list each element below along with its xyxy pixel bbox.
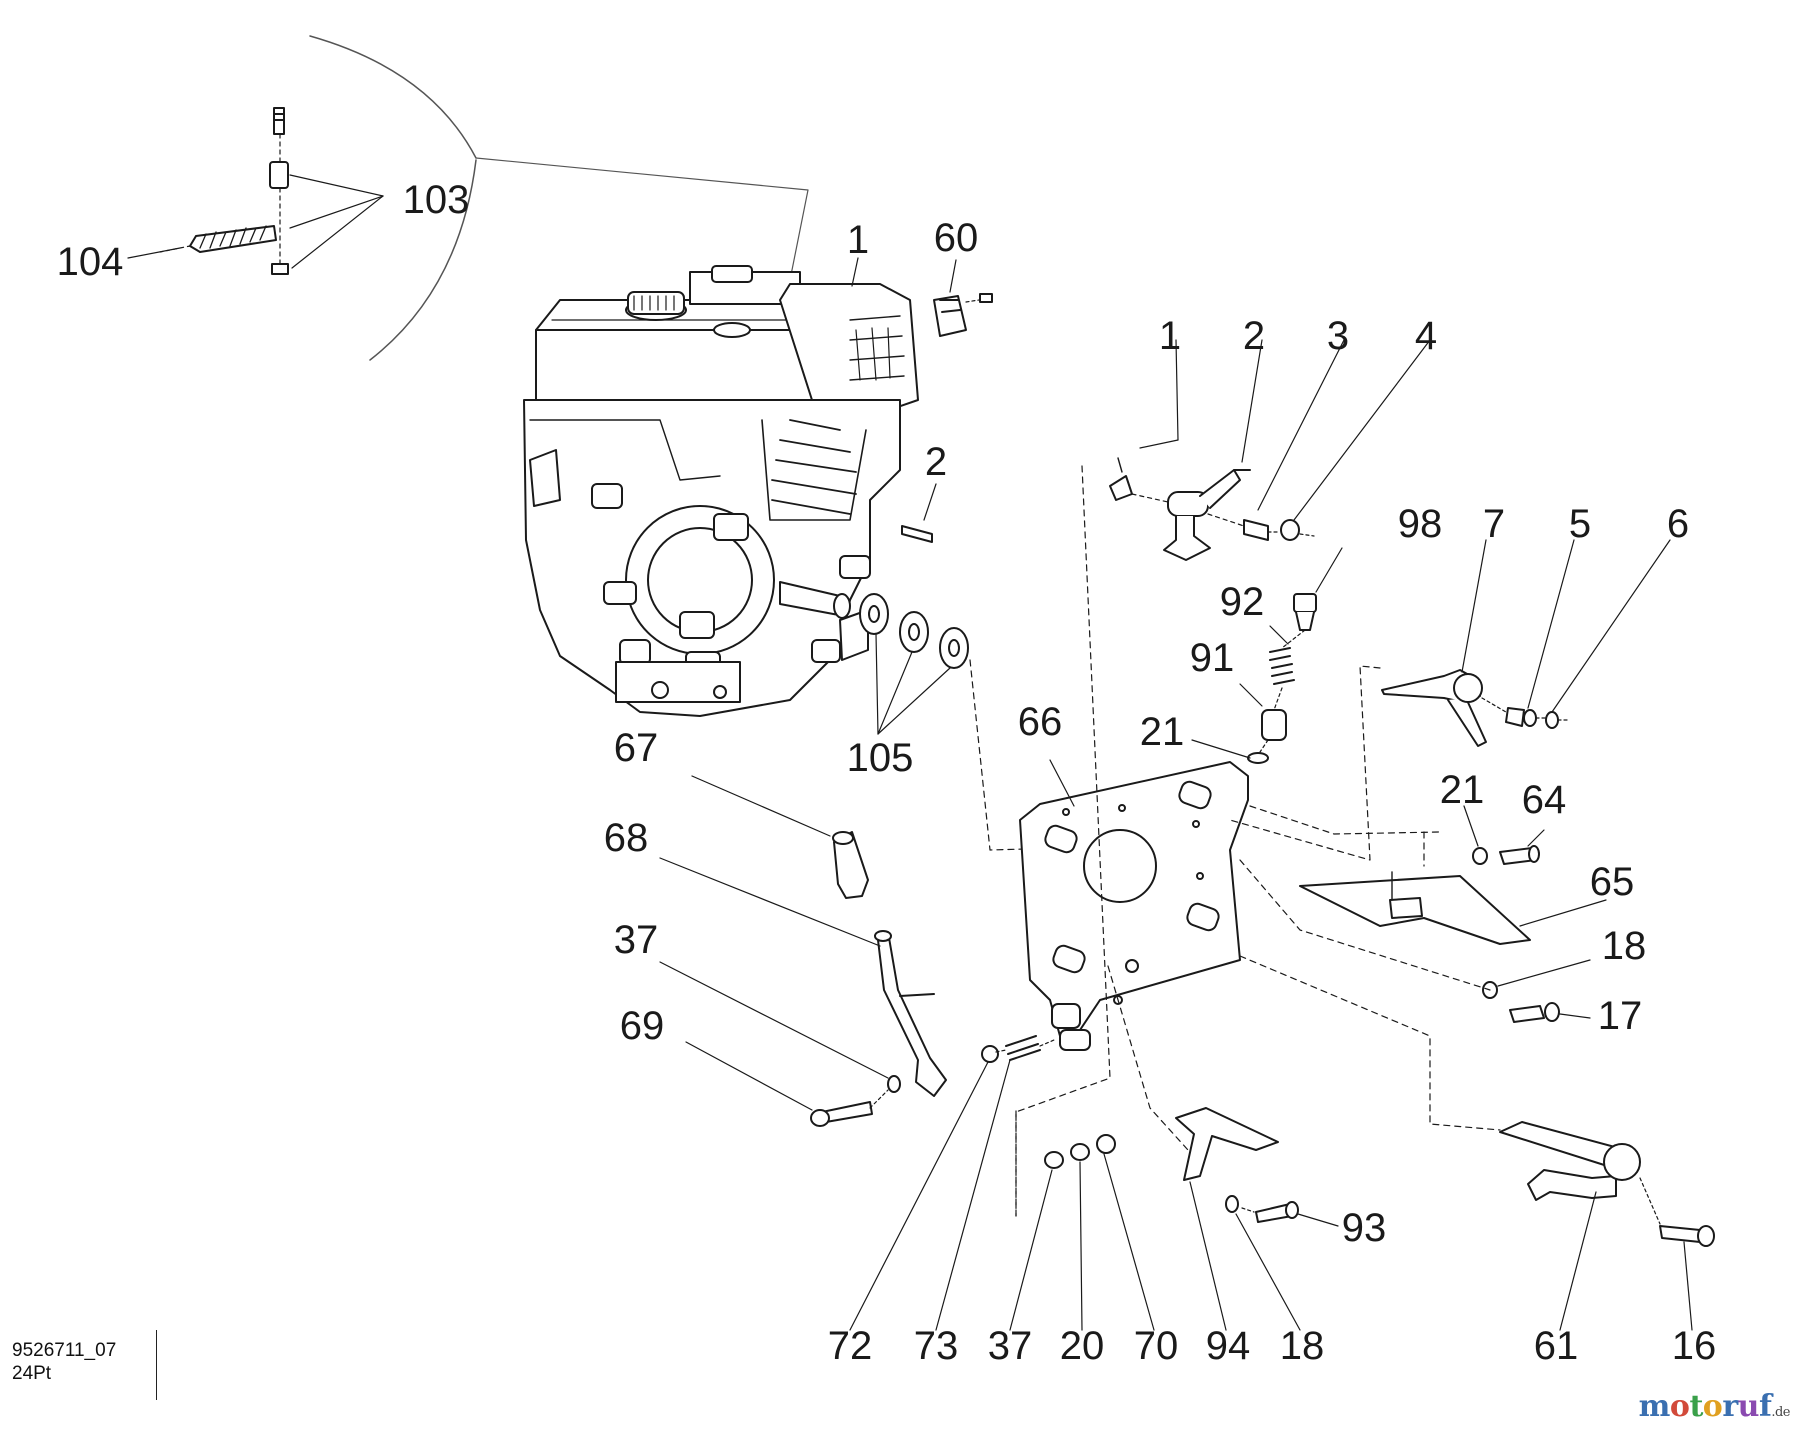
callout-37-upper: 37 (613, 918, 659, 962)
document-sub-id: 24Pt (12, 1363, 52, 1384)
callout-18-upper: 18 (1601, 924, 1647, 968)
callout-91: 91 (1189, 636, 1235, 680)
callout-4: 4 (1414, 314, 1438, 358)
lever-assembly-upper (1015, 339, 1431, 1217)
callout-103: 103 (402, 178, 470, 222)
leader-60 (949, 259, 957, 293)
brand-letter: o (1702, 1389, 1723, 1424)
callout-37-lower: 37 (987, 1324, 1033, 1368)
callout-20: 20 (1059, 1324, 1105, 1368)
washers-105 (859, 593, 969, 735)
callout-2-lever: 2 (1242, 314, 1266, 358)
callout-60: 60 (933, 216, 979, 260)
callout-94: 94 (1205, 1324, 1251, 1368)
shift-lever-assembly (659, 775, 1055, 1331)
callout-18-lower: 18 (1279, 1324, 1325, 1368)
bottom-fasteners (1009, 1109, 1155, 1331)
callout-1: 1 (846, 218, 870, 262)
pedal-61-assembly (1239, 955, 1715, 1331)
callout-61: 61 (1533, 1324, 1579, 1368)
detail-valve-parts (159, 107, 289, 275)
part-2-key (901, 525, 933, 543)
leaders-103 (127, 174, 384, 269)
callout-3: 3 (1326, 314, 1350, 358)
callout-105: 105 (846, 736, 914, 780)
document-id-box (8, 1330, 157, 1400)
brand-logo: motoruf.de (1638, 1389, 1791, 1424)
engine-assembly (523, 265, 919, 717)
callout-67: 67 (613, 726, 659, 770)
detail-arc (309, 35, 477, 361)
bracket-94-assembly (1107, 965, 1339, 1331)
callout-16: 16 (1671, 1324, 1717, 1368)
callout-6: 6 (1666, 502, 1690, 546)
brand-letter: f (1758, 1389, 1772, 1424)
assembly-line-105 (969, 659, 1061, 851)
callout-17: 17 (1597, 994, 1643, 1038)
brand-letter: o (1669, 1389, 1690, 1424)
brand-letter: u (1737, 1389, 1760, 1424)
document-id: 9526711_07 (12, 1340, 117, 1361)
leader-2a (923, 483, 937, 521)
callout-21-upper: 21 (1139, 710, 1185, 754)
lever-7-assembly (1229, 539, 1671, 861)
callout-7: 7 (1482, 502, 1506, 546)
callout-1-lever: 1 (1158, 314, 1182, 358)
callout-66: 66 (1017, 700, 1063, 744)
mounting-plate-66 (1019, 761, 1249, 1051)
brand-letter: r (1722, 1389, 1738, 1424)
callout-104: 104 (56, 240, 124, 284)
callout-69: 69 (619, 1004, 665, 1048)
callout-64: 64 (1521, 778, 1567, 822)
callout-72: 72 (827, 1324, 873, 1368)
callout-73: 73 (913, 1324, 959, 1368)
bracket-65-assembly (1239, 805, 1607, 1023)
brand-letter: m (1638, 1389, 1671, 1424)
callout-65: 65 (1589, 860, 1635, 904)
leader-1a (851, 257, 859, 287)
callout-21-lower: 21 (1439, 768, 1485, 812)
leader-66 (1049, 759, 1075, 807)
brand-letter: t (1689, 1389, 1703, 1424)
callout-2-key: 2 (924, 440, 948, 484)
callout-92: 92 (1219, 580, 1265, 624)
plunger-stack (1191, 547, 1343, 764)
callout-93: 93 (1341, 1206, 1387, 1250)
brand-suffix: .de (1771, 1405, 1790, 1420)
leader-detail-engine (475, 157, 809, 281)
callout-68: 68 (603, 816, 649, 860)
callout-5: 5 (1568, 502, 1592, 546)
callout-70: 70 (1133, 1324, 1179, 1368)
callout-98: 98 (1397, 502, 1443, 546)
part-60 (933, 293, 993, 337)
